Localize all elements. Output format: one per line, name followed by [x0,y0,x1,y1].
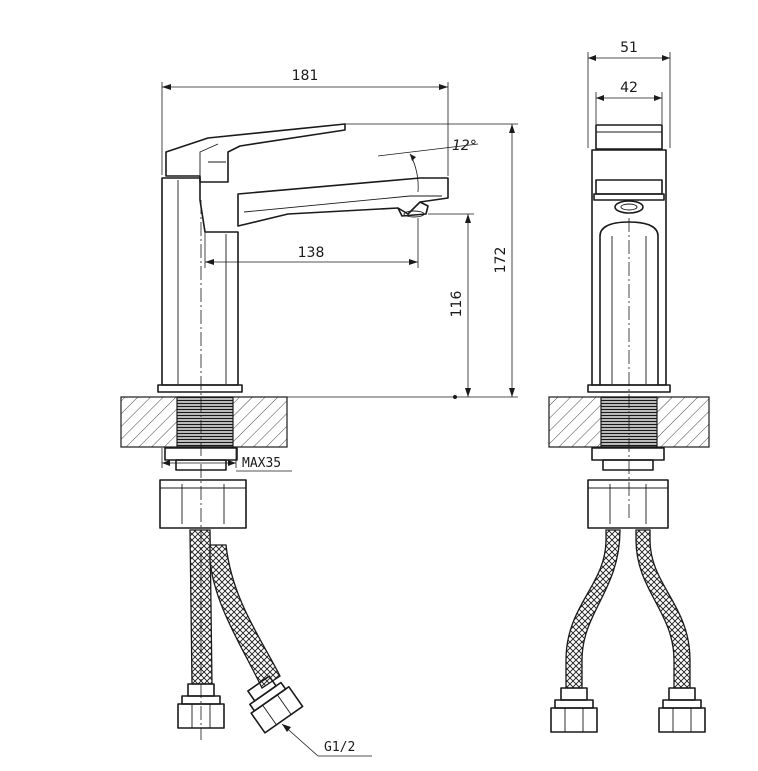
dim-side-width: 51 [620,40,638,56]
dim-handle-angle: 12° [452,138,477,154]
front-view [120,123,449,740]
dim-spout-height: 116 [449,291,465,318]
dim-side-top-width: 42 [620,80,638,96]
dim-overall-length: 181 [292,68,319,84]
mounting-shank-front [159,447,247,529]
spout-front [237,177,449,227]
handle-lever-front [165,123,346,183]
callout-hose-thread: G1/2 [324,740,355,755]
mounting-shank-side [587,447,669,529]
deck-section-front [120,396,288,448]
dim-total-height: 172 [493,247,509,274]
faucet-body-side [587,124,671,393]
dimension-lines [161,52,671,757]
side-view [548,124,710,733]
supply-hoses-front [177,529,304,734]
dim-max-deck-thickness: MAX35 [242,456,281,471]
dim-spout-reach: 138 [298,245,325,261]
supply-hoses-side [550,529,706,733]
faucet-body-front [157,177,243,393]
